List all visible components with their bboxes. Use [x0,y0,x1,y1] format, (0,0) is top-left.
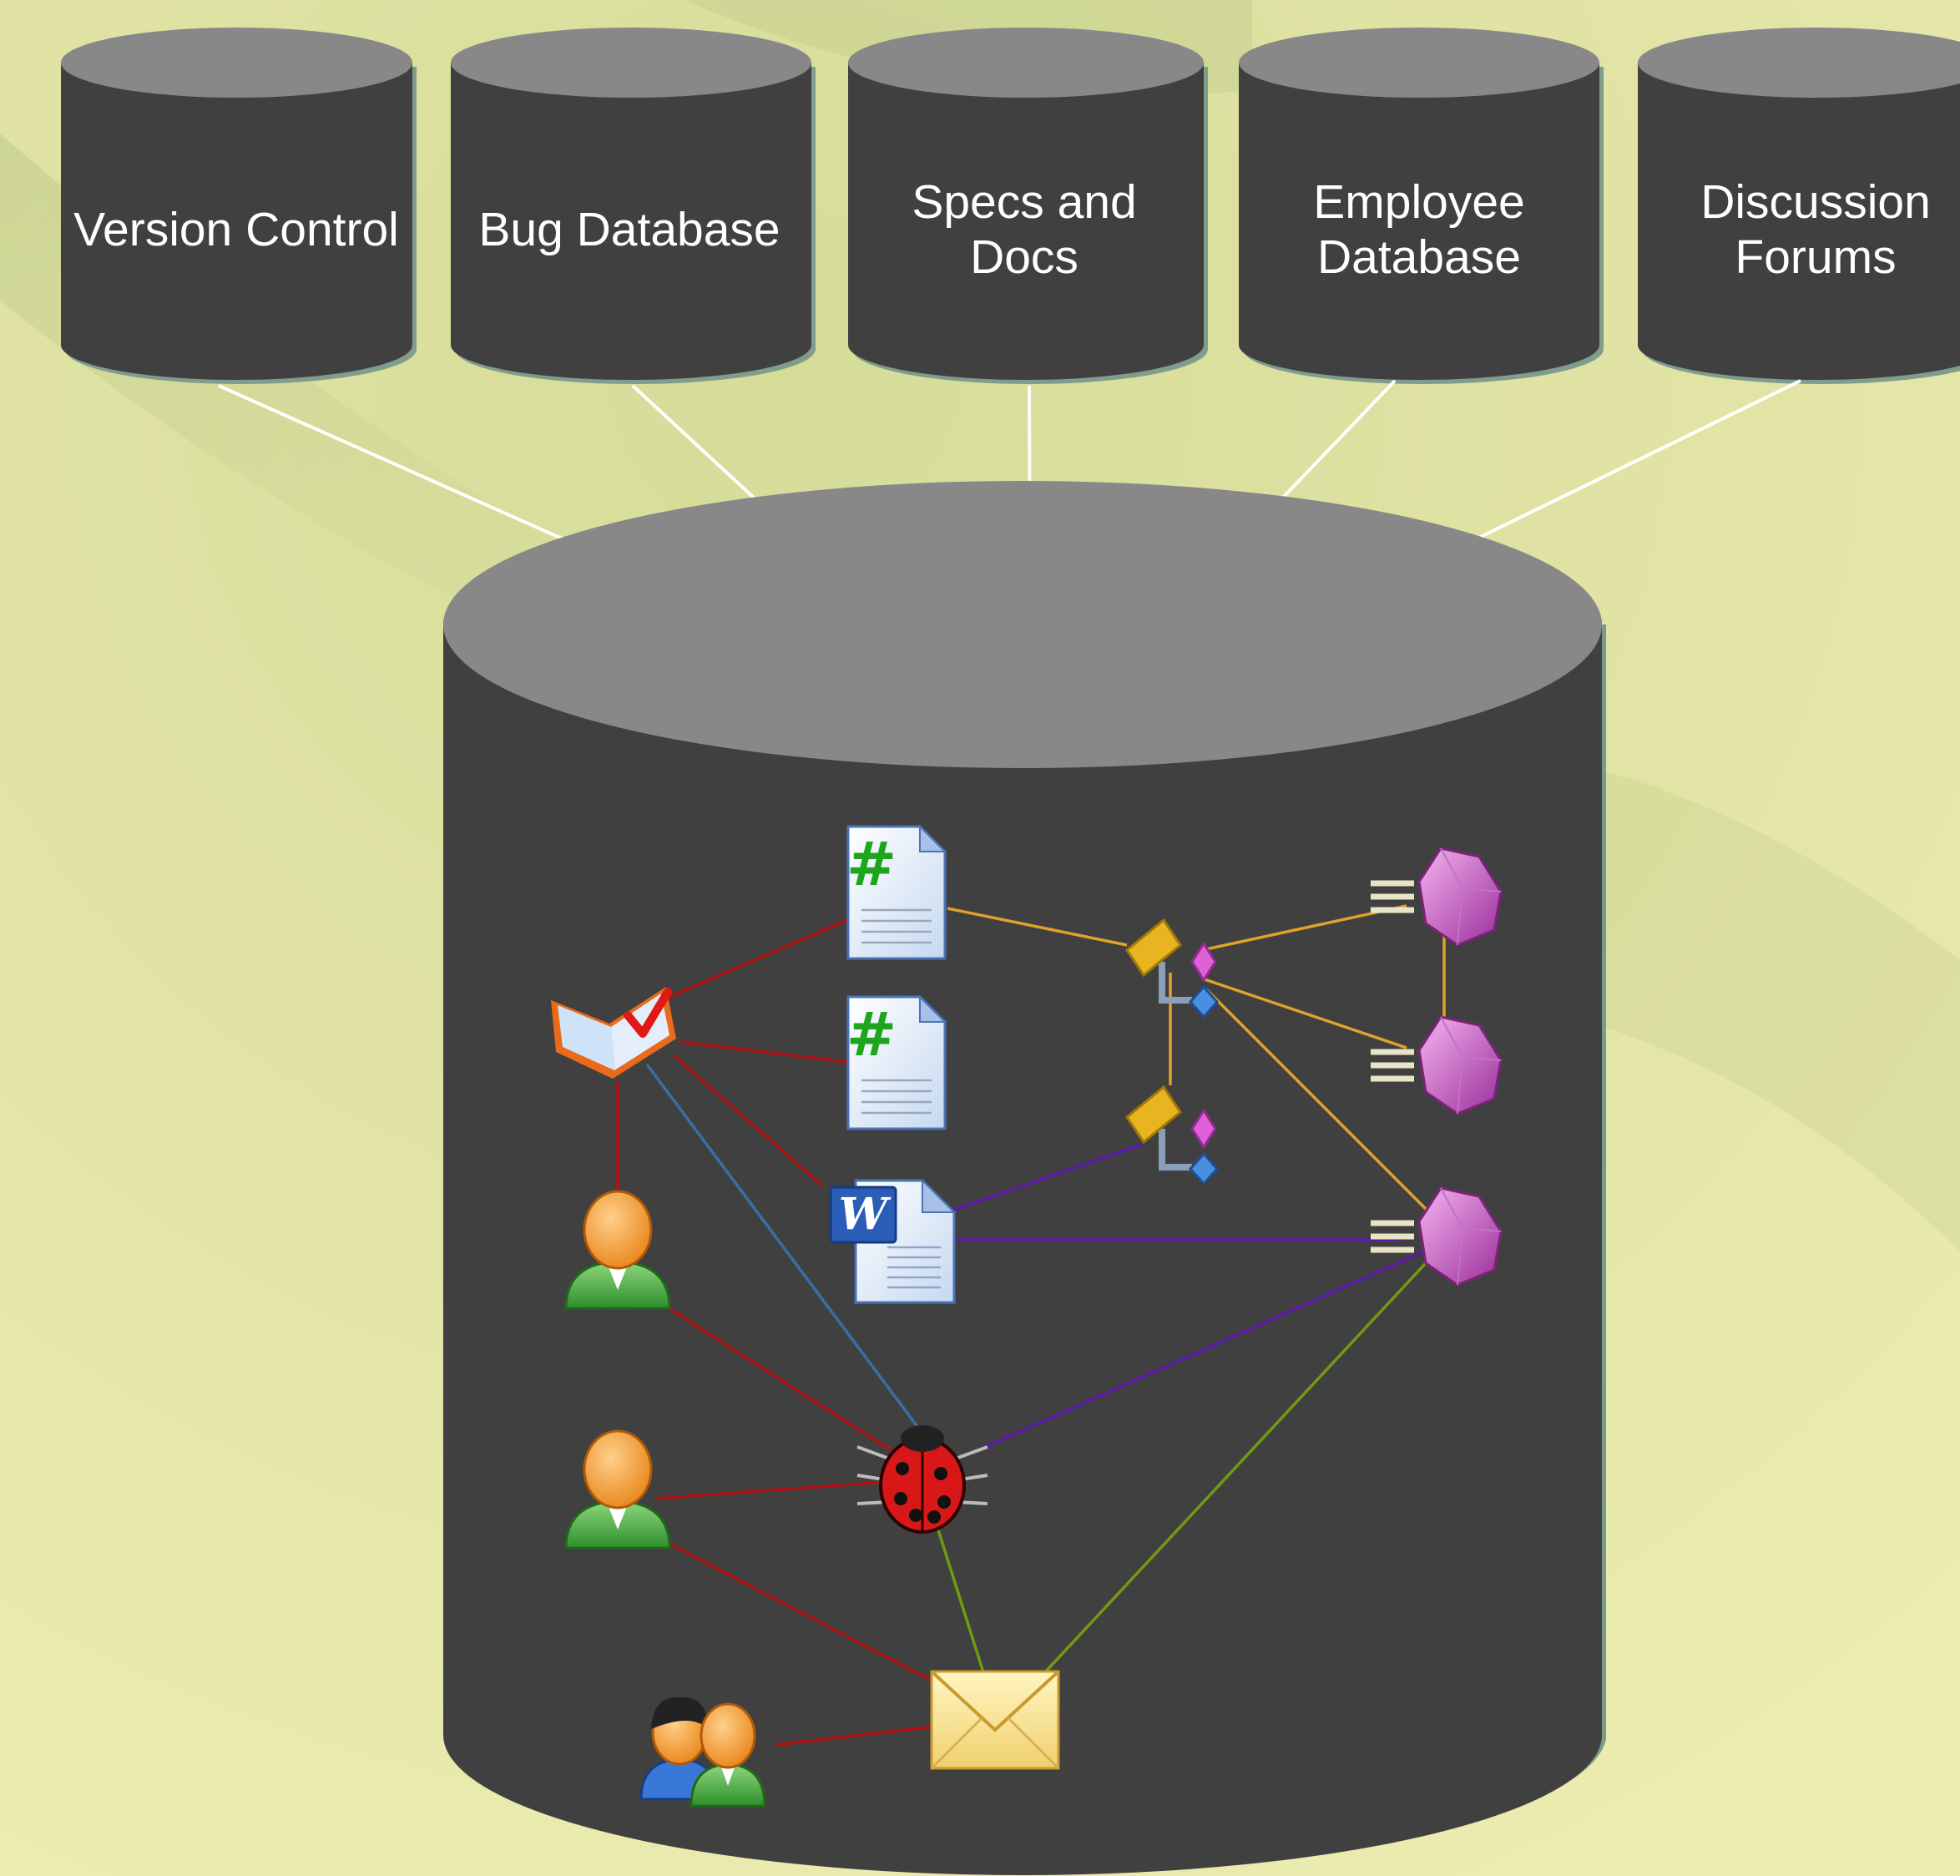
class-diagram-icon [1124,1085,1220,1186]
link-class-diagram-1-to-method-3 [1205,988,1437,1221]
link-bug-to-email [933,1519,985,1673]
link-group-to-email [774,1725,936,1747]
source-code-file-icon: # [846,994,947,1130]
link-word-doc-to-class-diagram-2 [951,1142,1144,1212]
link-person-2-to-bug [654,1480,886,1500]
source-database-label: Docs [970,230,1079,284]
link-person-2-to-email [654,1535,936,1684]
method-gem-icon [1371,847,1503,947]
artifact-nodes: # # W [551,824,1503,1808]
central-database [443,481,1606,1875]
source-database-top [61,28,412,98]
source-database-label: Specs and [912,175,1136,229]
checklist-book-icon [551,987,676,1079]
svg-text:#: # [846,999,897,1069]
source-database-label: Version Control [73,203,399,256]
source-database-label: Discussion [1700,175,1931,229]
link-work-item-to-bug [645,1063,920,1429]
central-database-top [443,481,1602,768]
svg-text:#: # [846,829,897,899]
link-work-item-to-word-doc [673,1054,824,1187]
class-diagram-icon [1124,918,1220,1019]
link-bug-to-method-3 [972,1246,1432,1454]
svg-text:W: W [839,1189,892,1240]
method-gem-icon [1371,1186,1503,1287]
source-database-label: Bug Database [478,203,780,256]
person-icon [564,1190,671,1310]
source-database-body [61,63,412,381]
link-work-item-to-code-file-1 [667,918,848,999]
source-database-label: Database [1317,230,1521,284]
link-method-3-to-email [1042,1251,1437,1676]
source-database-body [1638,63,1960,380]
link-class-diagram-1-to-method-1 [1201,904,1407,952]
source-database-body [848,63,1204,380]
word-document-icon: W [829,1178,957,1304]
link-person-1-to-bug [659,1301,902,1459]
source-database-label: Employee [1313,175,1524,229]
source-database-top [848,28,1204,98]
central-database-body [443,620,1602,1875]
source-database-version-control: Version Control [61,28,417,384]
source-database-label: Forums [1735,230,1896,284]
source-code-file-icon: # [846,824,947,960]
source-database-body [451,63,811,380]
source-database-top [451,28,811,98]
ladybug-icon [856,1425,988,1534]
source-database-top [1239,28,1599,98]
source-database-top [1638,28,1960,98]
method-gem-icon [1371,1015,1503,1115]
link-work-item-to-code-file-2 [679,1040,848,1064]
link-code-file-1-to-class-diagram-1 [947,907,1128,947]
link-class-diagram-1-to-method-2 [1201,977,1407,1049]
source-database-bug-database: Bug Database [451,28,816,384]
person-icon [564,1429,671,1550]
user-group-icon [639,1696,766,1808]
source-database-body [1239,63,1599,380]
envelope-icon [930,1670,1060,1770]
